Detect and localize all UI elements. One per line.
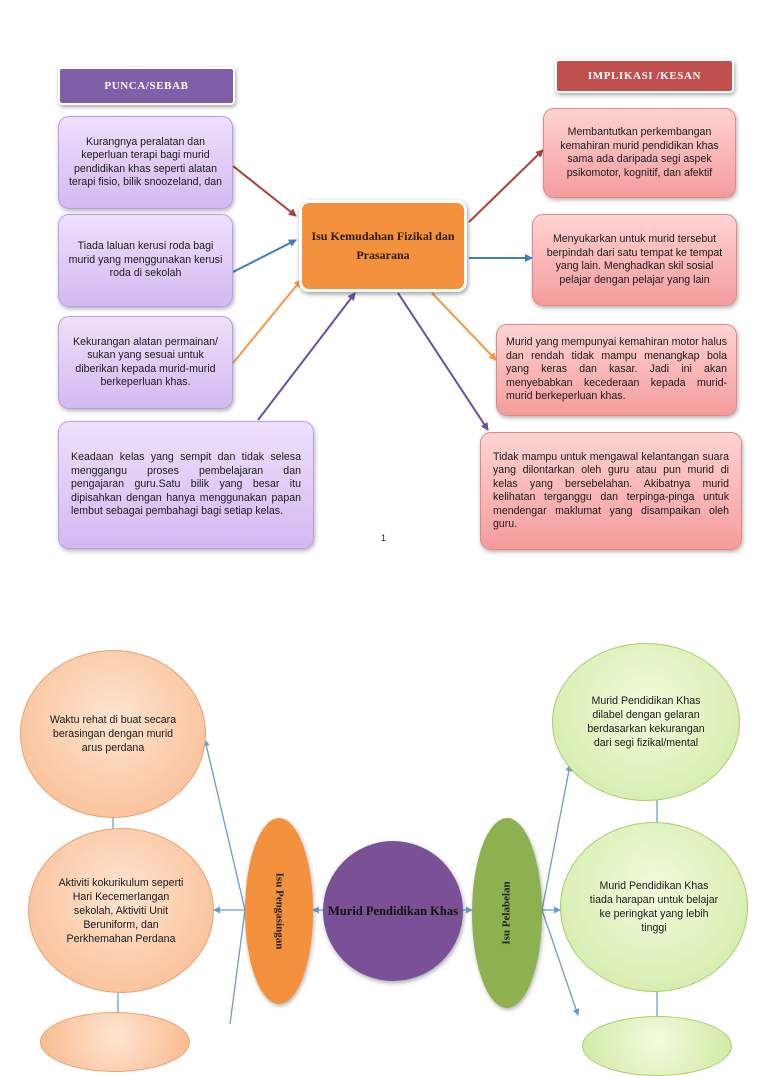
connector-left-up xyxy=(202,739,246,911)
arrow-effect-3 xyxy=(431,292,497,361)
header-punca-sebab: PUNCA/SEBAB xyxy=(58,67,235,105)
right-point-circle-2: Murid Pendidikan Khas tiada harapan untu… xyxy=(560,822,748,992)
page-number: 1 xyxy=(381,533,387,543)
connector-right-up xyxy=(541,764,573,911)
isu-pelabelan-label: Isu Pelabelan xyxy=(500,881,513,945)
right-point-circle-1: Murid Pendidikan Khas dilabel dengan gel… xyxy=(552,643,740,801)
effect-box-4: Tidak mampu untuk mengawal kelantangan s… xyxy=(480,432,742,550)
isu-pelabelan-ellipse: Isu Pelabelan xyxy=(472,818,542,1008)
cause-box-2: Tiada laluan kerusi roda bagi murid yang… xyxy=(58,214,233,307)
cause-box-1: Kurangnya peralatan dan keperluan terapi… xyxy=(58,116,233,209)
connector-layer xyxy=(112,149,658,1024)
arrow-effect-4 xyxy=(397,292,489,431)
isu-pengasingan-ellipse: Isu Pengasingan xyxy=(245,818,313,1004)
arrow-cause-1 xyxy=(232,165,297,217)
connector-left-down xyxy=(229,909,246,1024)
effect-box-2: Menyukarkan untuk murid tersebut berpind… xyxy=(532,214,737,306)
left-point-circle-3 xyxy=(40,1012,190,1072)
connector-right-down xyxy=(541,909,580,1016)
arrow-cause-2 xyxy=(232,239,297,273)
arrow-effect-1 xyxy=(468,149,544,223)
murid-pendidikan-khas-circle: Murid Pendidikan Khas xyxy=(323,841,463,981)
cause-box-4: Keadaan kelas yang sempit dan tidak sele… xyxy=(58,421,314,549)
cause-box-3: Kekurangan alatan permainan/ sukan yang … xyxy=(58,316,233,409)
center-topic: Isu Kemudahan Fizikal dan Prasarana xyxy=(299,200,467,292)
header-implikasi-kesan: IMPLIKASI /KESAN xyxy=(555,59,734,93)
left-point-circle-2: Aktiviti kokurikulum seperti Hari Keceme… xyxy=(28,828,214,993)
arrow-cause-4 xyxy=(257,292,356,421)
left-point-circle-1: Waktu rehat di buat secara berasingan de… xyxy=(20,650,206,818)
effect-box-1: Membantutkan perkembangan kemahiran muri… xyxy=(543,108,736,198)
effect-box-3: Murid yang mempunyai kemahiran motor hal… xyxy=(496,324,737,416)
right-point-circle-3 xyxy=(582,1016,732,1076)
isu-pengasingan-label: Isu Pengasingan xyxy=(273,872,286,950)
arrow-cause-3 xyxy=(232,279,302,364)
